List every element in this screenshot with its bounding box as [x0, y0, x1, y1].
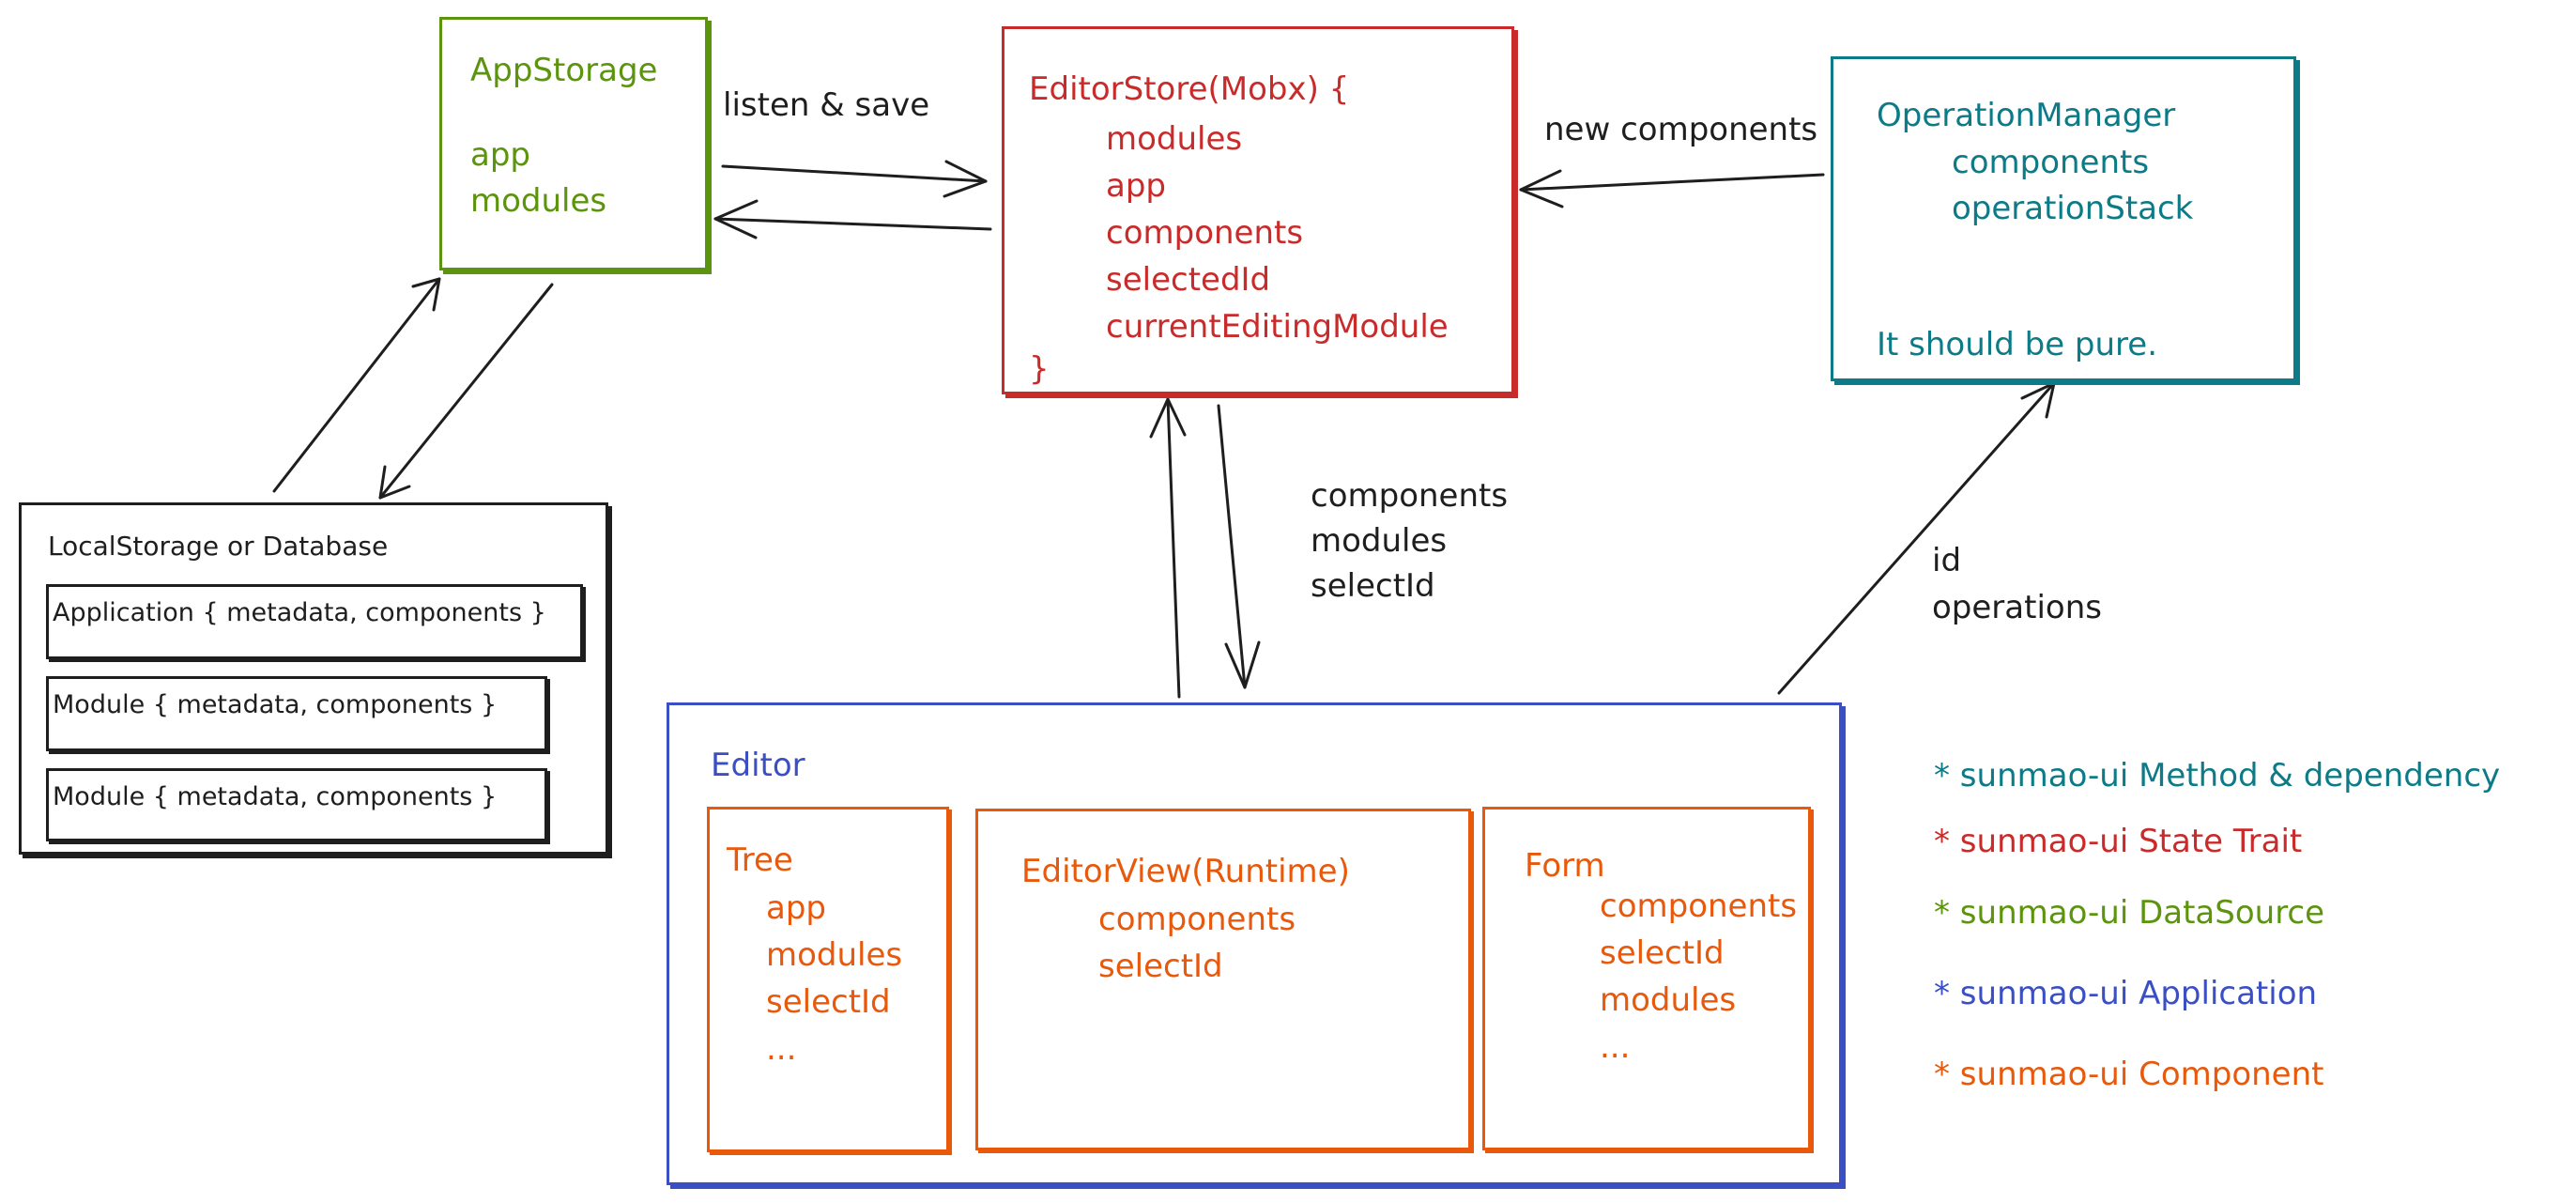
- editor-view-fields: components selectId: [1098, 896, 1296, 990]
- app-storage-field: modules: [470, 182, 607, 221]
- edge-label-new-components: new components: [1544, 111, 1818, 148]
- tree-fields: app modules selectId ...: [766, 885, 902, 1072]
- editor-store-close: }: [1029, 350, 1050, 388]
- legend-datasource: * sunmao-ui DataSource: [1934, 894, 2325, 932]
- arrow-store-to-editor: [1217, 404, 1261, 689]
- arrow-ops-to-store: [1519, 169, 1825, 208]
- edge-label-listen-save: listen & save: [723, 86, 930, 124]
- form-field: components: [1600, 887, 1798, 925]
- editor-view-title: EditorView(Runtime): [1021, 853, 1350, 890]
- app-storage-field: app: [470, 136, 530, 174]
- edge-label-line: operations: [1932, 589, 2102, 626]
- tree-field: modules: [766, 936, 903, 974]
- local-storage-item: Module { metadata, components }: [46, 768, 547, 841]
- editor-store-field: currentEditingModule: [1106, 308, 1449, 346]
- app-storage-title: AppStorage: [470, 52, 658, 89]
- form-title: Form: [1525, 847, 1605, 885]
- edge-label-line: id: [1932, 542, 1962, 579]
- arrow-localstorage-to-appstorage: [272, 277, 441, 493]
- local-storage-title: LocalStorage or Database: [48, 531, 389, 562]
- editor-title: Editor: [711, 747, 805, 784]
- editor-store-field: modules: [1106, 120, 1243, 158]
- edge-label-line: modules: [1311, 522, 1448, 560]
- legend-method: * sunmao-ui Method & dependency: [1934, 757, 2501, 794]
- local-storage-box: LocalStorage or Database Application { m…: [19, 502, 608, 855]
- form-box: Form components selectId modules ...: [1482, 807, 1811, 1150]
- editor-store-fields: modules app components selectedId curren…: [1106, 116, 1449, 350]
- operation-manager-field: components: [1952, 144, 2150, 181]
- editor-store-box: EditorStore(Mobx) { modules app componen…: [1002, 26, 1514, 394]
- tree-field: ...: [766, 1030, 797, 1068]
- operation-manager-field: operationStack: [1952, 190, 2194, 228]
- tree-field: app: [766, 889, 826, 927]
- legend-component: * sunmao-ui Component: [1934, 1056, 2324, 1093]
- operation-manager-fields: components operationStack: [1952, 140, 2193, 233]
- editor-view-field: components: [1098, 901, 1296, 938]
- form-field: selectId: [1600, 934, 1725, 972]
- arrow-store-to-appstorage: [713, 199, 992, 239]
- operation-manager-note: It should be pure.: [1877, 326, 2158, 363]
- edge-label-line: components: [1311, 477, 1509, 515]
- tree-box: Tree app modules selectId ...: [707, 807, 949, 1152]
- form-fields: components selectId modules ...: [1600, 883, 1797, 1071]
- editor-store-field: components: [1106, 214, 1304, 252]
- form-field: modules: [1600, 981, 1737, 1019]
- editor-view-box: EditorView(Runtime) components selectId: [975, 809, 1471, 1150]
- form-field: ...: [1600, 1028, 1631, 1066]
- editor-store-field: selectedId: [1106, 261, 1271, 299]
- editor-box: Editor Tree app modules selectId ... Edi…: [667, 702, 1842, 1185]
- operation-manager-box: OperationManager components operationSta…: [1831, 56, 2296, 381]
- local-storage-item: Application { metadata, components }: [46, 584, 583, 659]
- editor-view-field: selectId: [1098, 948, 1223, 985]
- arrow-appstorage-to-store: [721, 160, 988, 198]
- tree-field: selectId: [766, 983, 891, 1021]
- edge-label-editor-to-ops: id operations: [1932, 537, 2102, 631]
- legend-state-trait: * sunmao-ui State Trait: [1934, 823, 2303, 860]
- arrow-appstorage-to-localstorage: [378, 283, 554, 500]
- arrow-editor-to-store: [1149, 397, 1187, 699]
- operation-manager-title: OperationManager: [1877, 97, 2176, 134]
- edge-label-store-to-editor: components modules selectId: [1311, 473, 1508, 609]
- edge-label-line: selectId: [1311, 567, 1435, 605]
- arrow-editor-to-ops: [1777, 381, 2056, 695]
- editor-store-field: app: [1106, 167, 1166, 205]
- app-storage-fields: app modules: [470, 132, 606, 225]
- local-storage-item: Module { metadata, components }: [46, 676, 547, 751]
- editor-store-title: EditorStore(Mobx) {: [1029, 70, 1350, 108]
- tree-title: Tree: [727, 841, 793, 879]
- legend-application: * sunmao-ui Application: [1934, 975, 2318, 1012]
- app-storage-box: AppStorage app modules: [439, 17, 708, 270]
